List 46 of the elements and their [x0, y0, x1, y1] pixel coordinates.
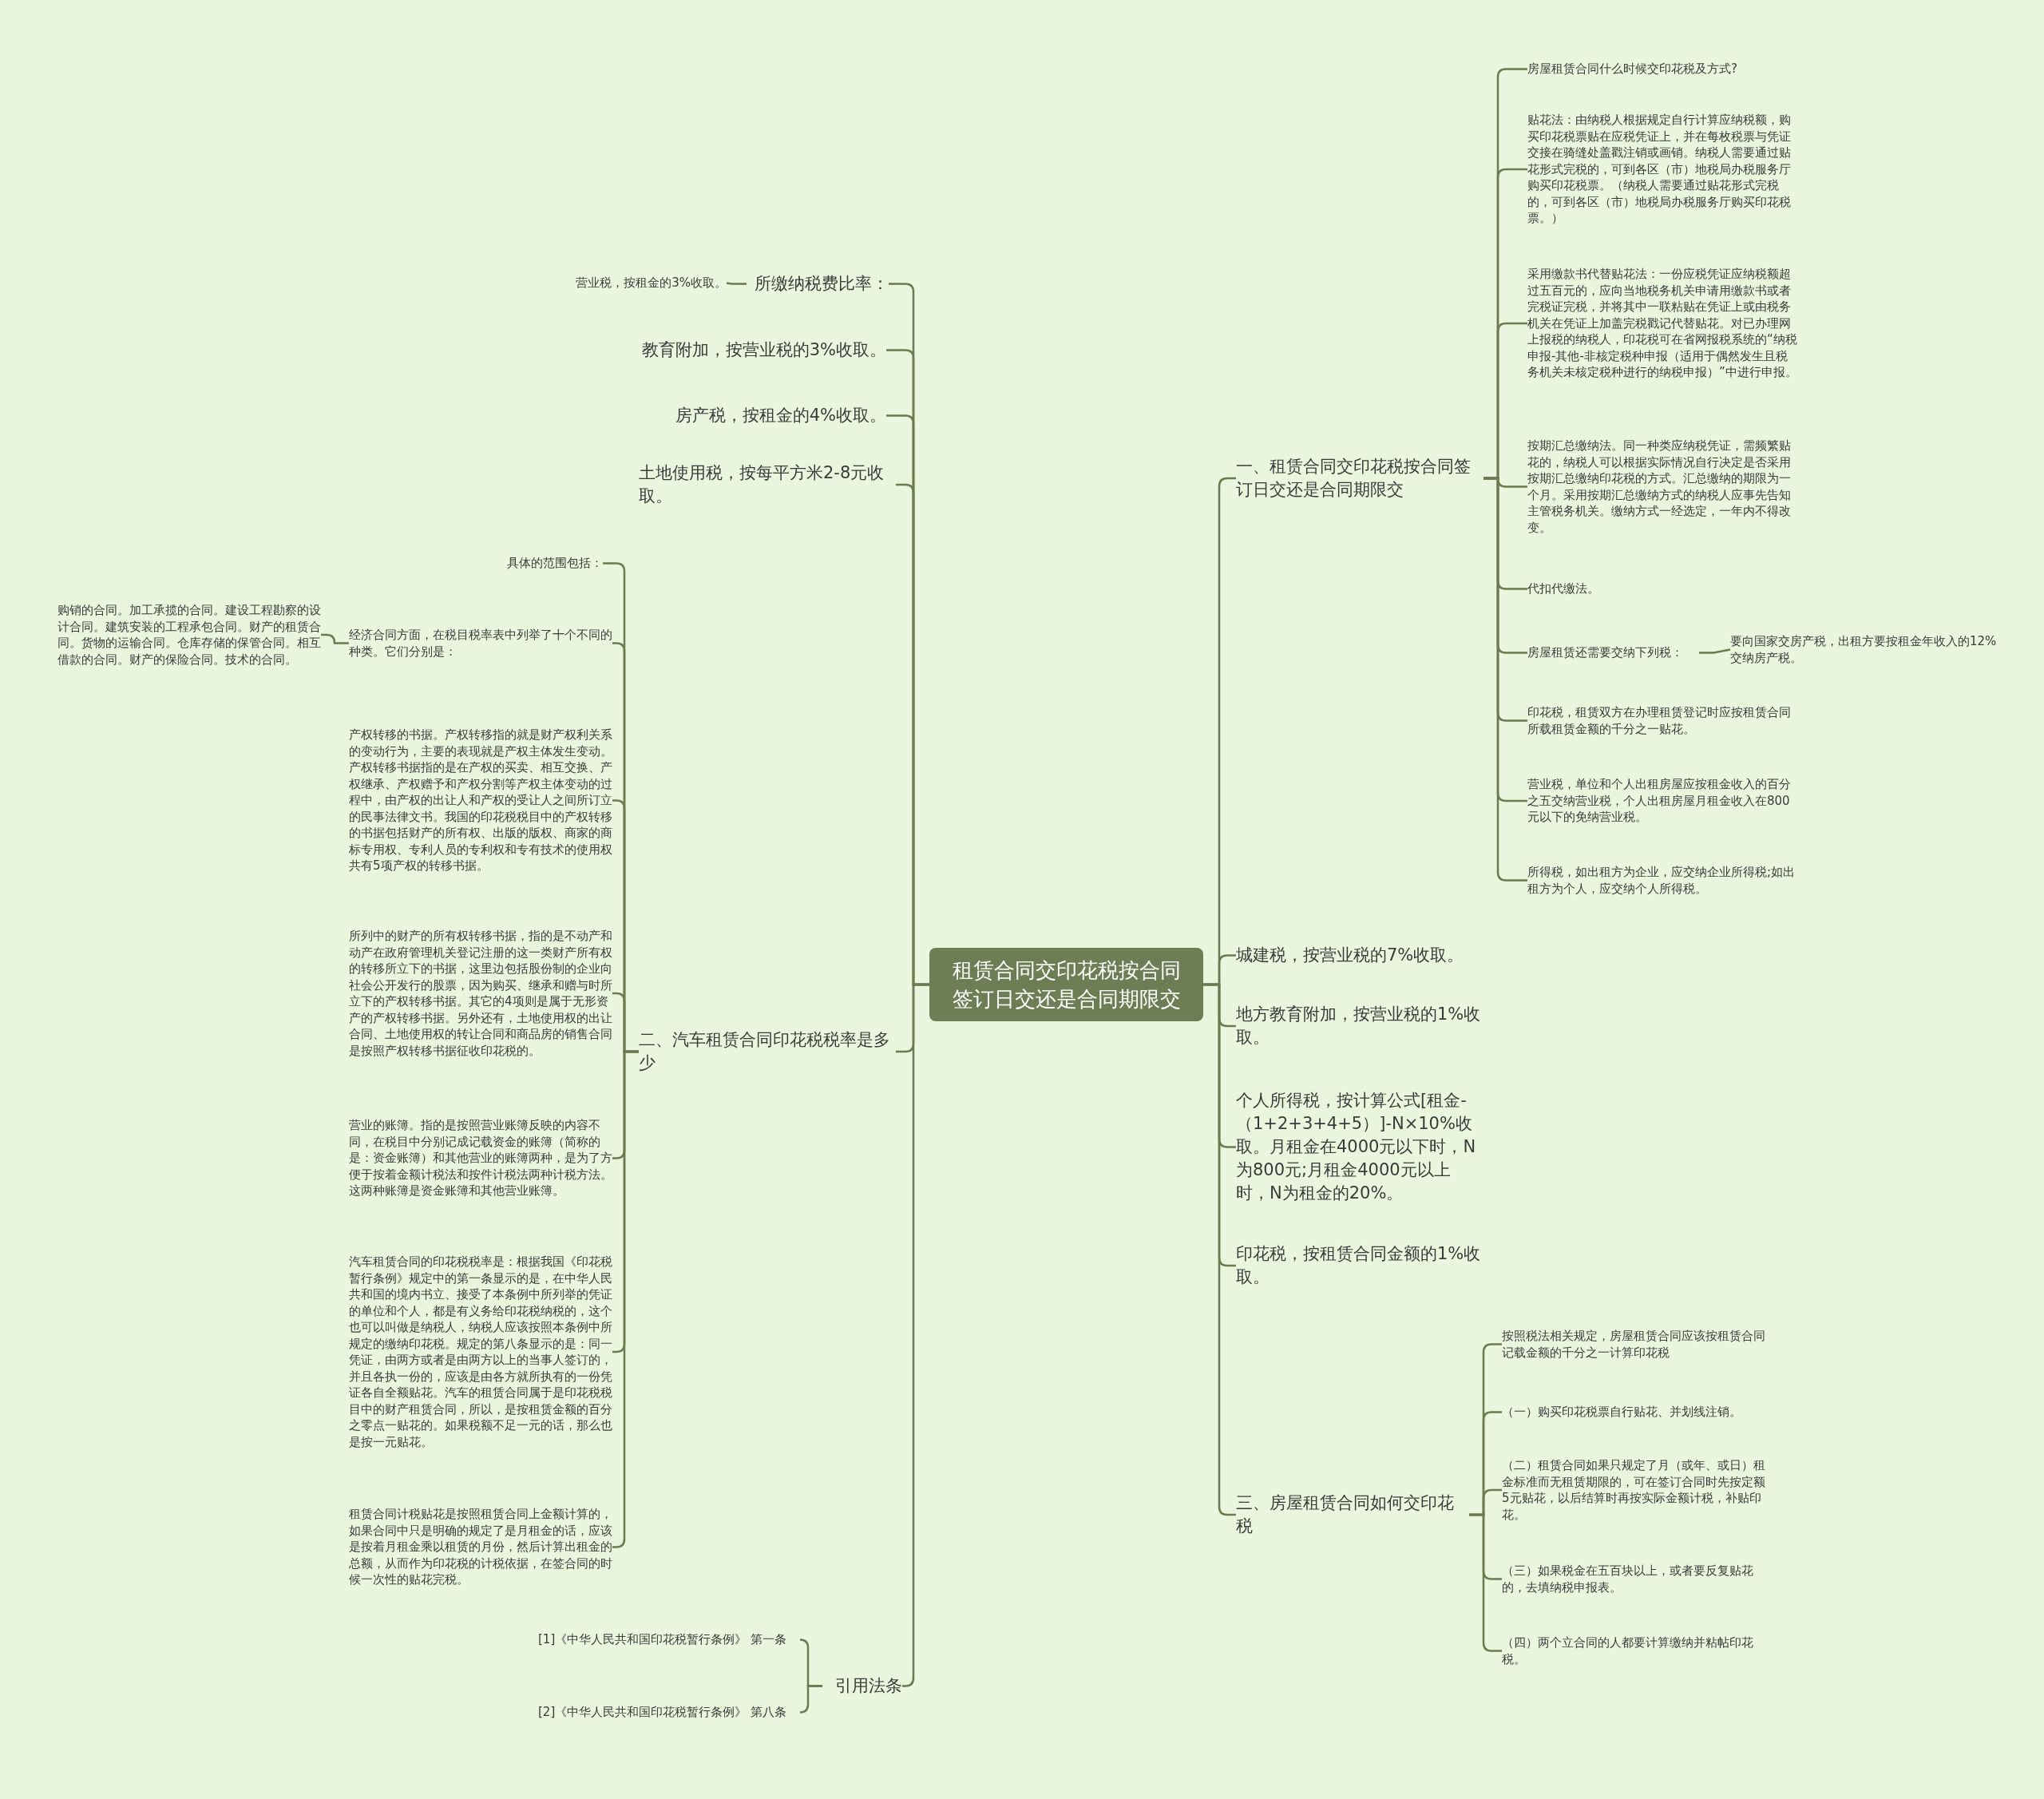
connector-line — [901, 983, 929, 1687]
topic-text: 城建税，按营业税的7%收取。 — [1236, 944, 1483, 967]
topic-text: （二）租赁合同如果只规定了月（或年、或日）租金标准而无租赁期限的，可在签订合同时先按定额5元贴花，以后结算时再按实际金额计税，补贴印花。 — [1502, 1457, 1765, 1523]
topic-text: 一、租赁合同交印花税按合同签订日交还是合同期限交 — [1236, 455, 1483, 501]
topic-text: 产权转移的书据。产权转移指的就是财产权利关系的变动行为，主要的表现就是产权主体发生变动。产权转移书据指的是在产权的买卖、相互交换、产权继承、产权赠予和产权分割等产权主体变动的过程中，由产权的出让人和产权的受让人之间所订立的民事法律文书。我国的印花税税目中的产权转移的书据包括财产的所有权、出版的版权、商家的商标专用权、专利人员的专利权和专有技术的使用权共有5项产权的转移书据。 — [349, 727, 612, 874]
central-topic-box: 租赁合同交印花税按合同签订日交还是合同期限交 — [929, 948, 1203, 1021]
topic-text: [2]《中华人民共和国印花税暂行条例》 第八条 — [538, 1704, 802, 1721]
topic-text: 购销的合同。加工承揽的合同。建设工程勘察的设计合同。建筑安装的工程承包合同。财产的租赁合同。货物的运输合同。仓库存储的保管合同。相互借款的合同。财产的保险合同。技术的合同。 — [57, 602, 321, 668]
topic-text: 营业税，按租金的3%收取。 — [559, 275, 727, 291]
topic-text: 营业的账簿。指的是按照营业账簿反映的内容不同，在税目中分别记成记载资金的账簿（简称的是：资金账簿）和其他营业的账簿两种，是为了方便于按着金额计税法和按件计税法两种计税方法。这两种账簿是资金账簿和其他营业账簿。 — [349, 1117, 612, 1199]
topic-text: （四）两个立合同的人都要计算缴纳并粘帖印花税。 — [1502, 1635, 1765, 1667]
topic-text: 代扣代缴法。 — [1527, 581, 1799, 597]
topic-text: 引用法条 — [822, 1674, 902, 1698]
topic-text: （一）购买印花税票自行贴花、并划线注销。 — [1502, 1404, 1765, 1421]
topic-text: 租赁合同计税贴花是按照租赁合同上金额计算的，如果合同中只是明确的规定了是月租金的话，应该是按着月租金乘以租赁的月份，然后计算出租金的总额，从而作为印花税的计税依据，在签合同的时候一次性的贴花完税。 — [349, 1506, 612, 1588]
topic-text: 具体的范围包括： — [495, 555, 603, 572]
connector-line — [1483, 477, 1527, 882]
topic-text: 印花税，按租赁合同金额的1%收取。 — [1236, 1242, 1483, 1289]
topic-text: 所得税，如出租方为企业，应交纳企业所得税;如出租方为个人，应交纳个人所得税。 — [1527, 864, 1799, 897]
topic-text: 要向国家交房产税，出租方要按租金年收入的12%交纳房产税。 — [1730, 633, 2002, 666]
topic-text: 汽车租赁合同的印花税税率是：根据我国《印花税暂行条例》规定中的第一条显示的是，在中华人民共和国的境内书立、接受了本条例中所列举的凭证的单位和个人，都是有义务给印花税纳税的，这个也可以叫做是纳税人，纳税人应该按照本条例中所规定的缴纳印花税。规定的第八条显示的是：同一凭证，由两方或者是由两方以上的当事人签订的，并且各执一份的，应该是由各方就所执有的一份凭证各自全额贴花。汽车的租赁合同属于是印花税税目中的财产租赁合同，所以，是按租赁金额的百分之零点一贴花的。如果税额不足一元的话，那么也是按一元贴花。 — [349, 1254, 612, 1450]
topic-text: （三）如果税金在五百块以上，或者要反复贴花的，去填纳税申报表。 — [1502, 1563, 1765, 1595]
topic-text: [1]《中华人民共和国印花税暂行条例》 第一条 — [538, 1631, 802, 1648]
topic-text: 所缴纳税费比率： — [747, 272, 889, 295]
connector-line — [798, 1685, 822, 1714]
topic-text: 按期汇总缴纳法。同一种类应纳税凭证，需频繁贴花的，纳税人可以根据实际情况自行决定是否采用按期汇总缴纳印花税的方式。汇总缴纳的期限为一个月。采用按期汇总缴纳方式的纳税人应事先告知主管税务机关。缴纳方式一经选定，一年内不得改变。 — [1527, 438, 1799, 536]
topic-text: 三、房屋租赁合同如何交印花税 — [1236, 1492, 1469, 1538]
topic-text: 经济合同方面，在税目税率表中列举了十个不同的种类。它们分别是： — [349, 627, 612, 660]
topic-text: 地方教育附加，按营业税的1%收取。 — [1236, 1003, 1483, 1049]
topic-text: 所列中的财产的所有权转移书据，指的是不动产和动产在政府管理机关登记注册的这一类财产所有权的转移所立下的书据，这里边包括股份制的企业向社会公开发行的股票，因为购买、继承和赠与时所立下的产权转移书据。其它的4项则是属于无形资产的产权转移书据。另外还有，土地使用权的出让合同、土地使用权的转让合同和商品房的销售合同是按照产权转移书据征收印花税的。 — [349, 928, 612, 1059]
topic-text: 教育附加，按营业税的3%收取。 — [631, 339, 886, 362]
connector-line — [1699, 648, 1731, 654]
topic-text: 房屋租赁合同什么时候交印花税及方式? — [1527, 61, 1799, 77]
topic-text: 营业税，单位和个人出租房屋应按租金收入的百分之五交纳营业税，个人出租房屋月租金收入在800元以下的免纳营业税。 — [1527, 776, 1799, 826]
connector-line — [726, 282, 747, 285]
topic-text: 土地使用税，按每平方米2-8元收取。 — [639, 462, 896, 508]
topic-text: 个人所得税，按计算公式[租金-（1+2+3+4+5）]-N×10%收取。月租金在4000元以下时，N为800元;月租金4000元以上时，N为租金的20%。 — [1236, 1089, 1483, 1205]
topic-text: 贴花法：由纳税人根据规定自行计算应纳税额，购买印花税票贴在应税凭证上，并在每枚税票与凭证交接在骑缝处盖戳注销或画销。纳税人需要通过贴花形式完税的，可到各区（市）地税局办税服务厅购买印花税票。（纳税人需要通过贴花形式完税的，可到各区（市）地税局办税服务厅购买印花税票。） — [1527, 112, 1799, 227]
topic-text: 房产税，按租金的4%收取。 — [631, 404, 886, 427]
connector-line — [321, 633, 349, 644]
topic-text: 印花税，租赁双方在办理租赁登记时应按租赁合同所载租赁金额的千分之一贴花。 — [1527, 704, 1799, 737]
topic-text: 房屋租赁还需要交纳下列税： — [1527, 644, 1699, 661]
connector-line — [612, 1050, 639, 1548]
topic-text: 按照税法相关规定，房屋租赁合同应该按租赁合同记载金额的千分之一计算印花税 — [1502, 1328, 1765, 1361]
topic-text: 二、汽车租赁合同印花税税率是多少 — [639, 1028, 896, 1075]
topic-text: 采用缴款书代替贴花法：一份应税凭证应纳税额超过五百元的，应向当地税务机关申请用缴款书或者完税证完税，并将其中一联粘贴在凭证上或由税务机关在凭证上加盖完税戳记代替贴花。对已办理网上报税的纳税人，印花税可在省网报税系统的“纳税申报-其他-非核定税种申报（适用于偶然发生且税务机关未核定税种进行的纳税申报）”中进行申报。 — [1527, 266, 1799, 381]
